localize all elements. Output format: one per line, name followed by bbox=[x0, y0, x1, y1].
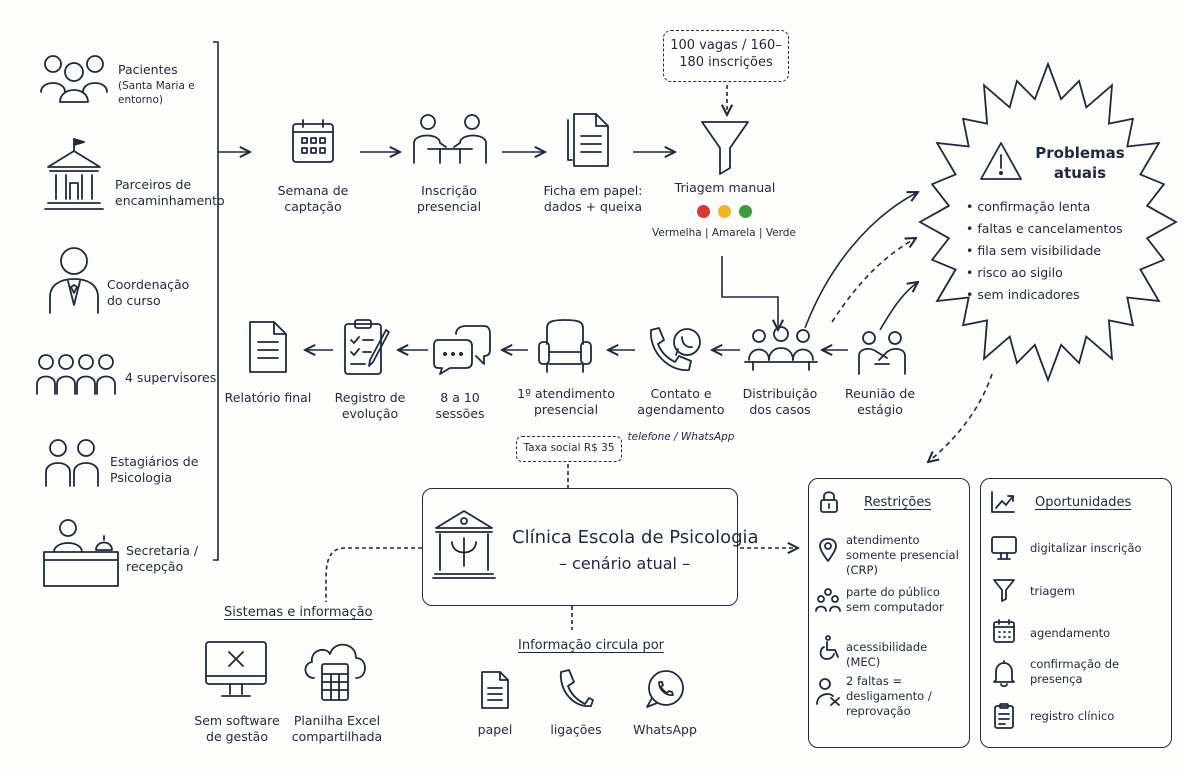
person-x-icon bbox=[815, 678, 841, 706]
actor-estagiarios-label: Estagiários de Psicologia bbox=[110, 454, 199, 486]
systems-item-1-label: Planilha Excel compartilhada bbox=[291, 713, 383, 745]
step-captacao-label: Semana de captação bbox=[277, 183, 349, 215]
restrictions-box bbox=[808, 478, 970, 748]
problem-item: confirmação lenta bbox=[966, 196, 1123, 218]
center-title: Clínica Escola de Psicologia bbox=[512, 527, 759, 548]
fee-note-text: Taxa social R$ 35 bbox=[523, 442, 615, 454]
arrow-to-problems-2 bbox=[831, 238, 916, 323]
step-sessoes-label: 8 a 10 sessões bbox=[435, 390, 485, 422]
actor-bracket bbox=[213, 41, 219, 561]
armchair-icon bbox=[537, 318, 593, 376]
funnel-icon bbox=[700, 120, 750, 176]
opportunity-3-label: confirmação de presença bbox=[1030, 657, 1120, 686]
center-subtitle: – cenário atual – bbox=[558, 554, 691, 573]
step-atendimento-label: 1º atendimento presencial bbox=[517, 386, 615, 418]
phone-icon bbox=[557, 668, 595, 708]
bell-icon bbox=[992, 660, 1016, 688]
step-contato-label: Contato e agendamento bbox=[637, 386, 725, 418]
monitor-icon bbox=[990, 535, 1018, 561]
actor-supervisores-label: 4 supervisores bbox=[125, 370, 217, 385]
info-item-1-label: ligações bbox=[550, 722, 602, 737]
team-table-icon bbox=[744, 326, 818, 372]
info-item-0-label: papel bbox=[477, 722, 513, 737]
step-registro-label: Registro de evolução bbox=[334, 390, 406, 422]
monitor-x-icon bbox=[204, 640, 268, 700]
location-pin-icon bbox=[818, 537, 838, 563]
fee-note-box bbox=[516, 436, 622, 462]
triage-red-dot bbox=[697, 205, 710, 218]
triage-levels-text: Vermelha | Amarela | Verde bbox=[652, 227, 796, 239]
interns-icon bbox=[44, 438, 100, 488]
info-item-2-label: WhatsApp bbox=[633, 722, 697, 737]
restriction-1-label: parte do público sem computador bbox=[846, 585, 944, 614]
actor-parceiros-label: Parceiros de encaminhamento bbox=[115, 177, 225, 209]
opportunities-box bbox=[980, 478, 1172, 748]
step-triagem-label: Triagem manual bbox=[674, 180, 776, 195]
calendar-icon bbox=[291, 118, 335, 164]
actor-secretaria-label: Secretaria / recepção bbox=[126, 543, 199, 575]
restriction-0-label: atendimento somente presencial (CRP) bbox=[846, 533, 959, 577]
report-icon bbox=[248, 320, 288, 374]
actor-coordenacao-label: Coordenação do curso bbox=[107, 277, 190, 309]
step-ficha-label: Ficha em papel: dados + queixa bbox=[543, 183, 643, 215]
coordinator-icon bbox=[48, 245, 100, 315]
step-contato-sub: telefone / WhatsApp bbox=[627, 431, 735, 443]
group-icon bbox=[40, 52, 108, 104]
clipboard-pen-icon bbox=[343, 318, 393, 376]
opportunity-1-label: triagem bbox=[1030, 584, 1076, 598]
people-group-icon bbox=[815, 587, 841, 613]
systems-item-0-label: Sem software de gestão bbox=[194, 713, 280, 745]
opportunity-4-label: registro clínico bbox=[1030, 709, 1115, 723]
lock-icon bbox=[819, 490, 839, 514]
problems-list: confirmação lentafaltas e cancelamentosf… bbox=[966, 196, 1123, 306]
phone-whatsapp-icon bbox=[645, 326, 703, 374]
document-icon bbox=[566, 108, 610, 168]
restrictions-title: Restrições bbox=[864, 495, 932, 510]
meeting-icon bbox=[412, 113, 488, 165]
opportunities-title: Oportunidades bbox=[1035, 495, 1132, 510]
problem-item: sem indicadores bbox=[966, 284, 1123, 306]
arrow-to-problems-1 bbox=[804, 192, 918, 329]
opportunity-0-label: digitalizar inscrição bbox=[1030, 541, 1142, 555]
cloud-sheet-icon bbox=[300, 634, 370, 704]
step-distribuicao-label: Distribuição dos casos bbox=[742, 386, 818, 418]
growth-chart-icon bbox=[990, 490, 1016, 514]
clipboard-icon bbox=[993, 702, 1015, 730]
step-reuniao-label: Reunião de estágio bbox=[844, 386, 916, 418]
triage-green-dot bbox=[739, 205, 752, 218]
wheelchair-icon bbox=[817, 635, 841, 661]
problem-item: faltas e cancelamentos bbox=[966, 218, 1122, 240]
problem-item: risco ao sigilo bbox=[966, 262, 1123, 284]
handshake-icon bbox=[857, 330, 907, 376]
warning-icon bbox=[979, 140, 1023, 182]
arrow-to-problems-3 bbox=[879, 282, 918, 331]
institution-icon bbox=[44, 137, 104, 215]
capacity-note-text: 100 vagas / 160–180 inscrições bbox=[670, 38, 782, 70]
whatsapp-icon bbox=[644, 668, 686, 710]
arrow-problems-to-boxes bbox=[928, 373, 993, 462]
restriction-3-label: 2 faltas = desligamento / reprovação bbox=[846, 674, 932, 718]
arrow-triagem-distribuicao bbox=[721, 256, 778, 330]
paper-icon bbox=[480, 670, 510, 710]
chat-bubbles-icon bbox=[432, 324, 492, 376]
triage-yellow-dot bbox=[718, 205, 731, 218]
connector-center-systems bbox=[325, 547, 422, 602]
problem-item: fila sem visibilidade bbox=[966, 240, 1123, 262]
capacity-note-box bbox=[663, 30, 789, 82]
funnel-small-icon bbox=[992, 578, 1016, 602]
supervisors-icon bbox=[36, 352, 116, 396]
calendar-small-icon bbox=[992, 618, 1016, 644]
psi-building-icon bbox=[432, 508, 496, 580]
problems-title: Problemas atuais bbox=[1035, 144, 1125, 182]
actor-pacientes-sub: (Santa Maria e entorno) bbox=[118, 80, 195, 106]
reception-desk-icon bbox=[42, 518, 120, 588]
step-inscricao-label: Inscrição presencial bbox=[416, 183, 482, 215]
opportunity-2-label: agendamento bbox=[1030, 626, 1111, 640]
info-title: Informação circula por bbox=[518, 638, 665, 653]
actor-pacientes-label: Pacientes bbox=[118, 62, 178, 77]
step-relatorio-label: Relatório final bbox=[224, 390, 312, 405]
systems-title: Sistemas e informação bbox=[224, 605, 373, 620]
restriction-2-label: acessibilidade (MEC) bbox=[846, 640, 928, 669]
